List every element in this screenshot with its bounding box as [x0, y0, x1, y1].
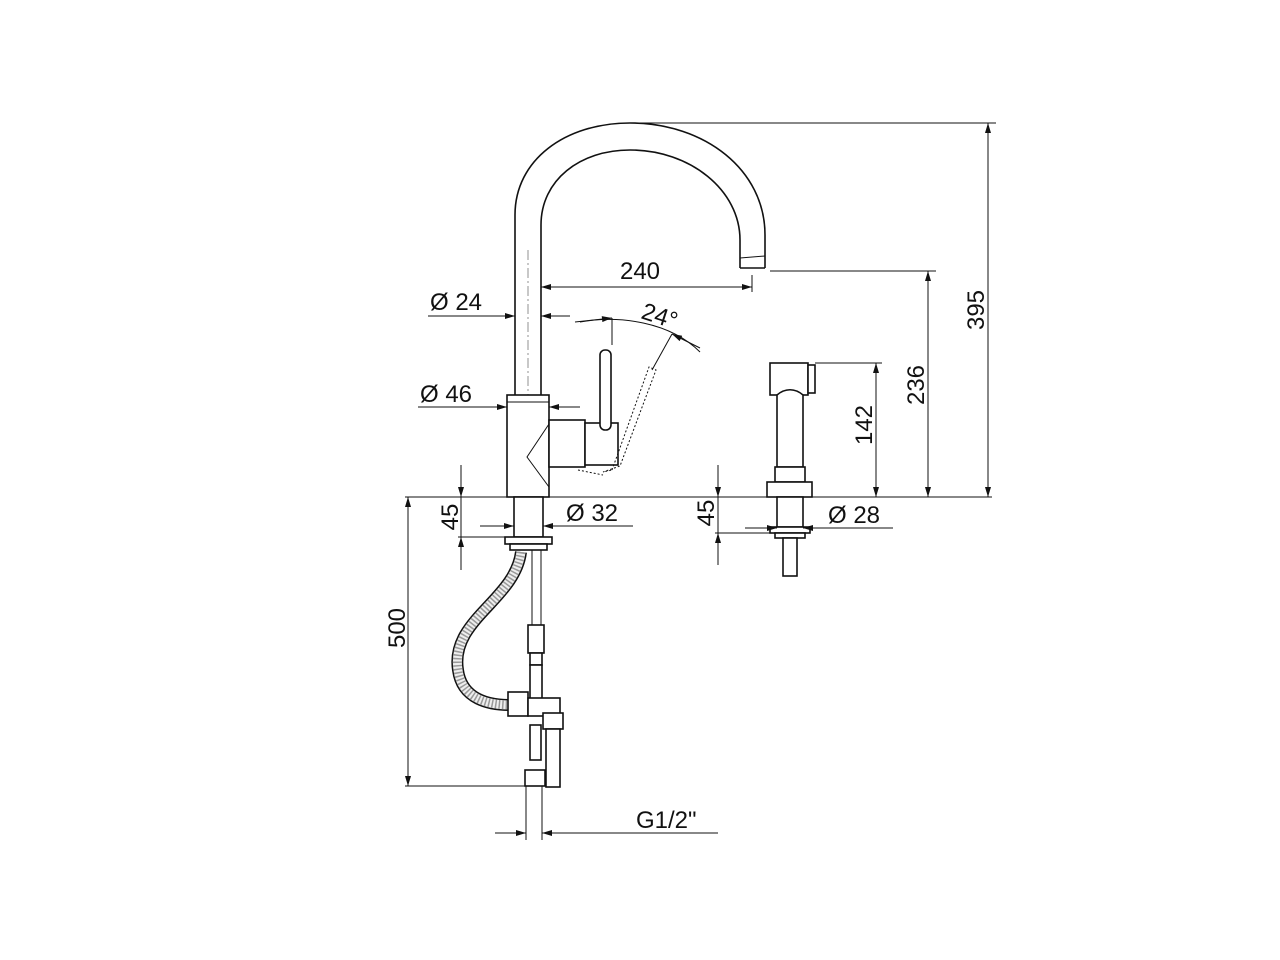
dim-label: 142 [851, 405, 878, 445]
dim-spout-diameter: Ø 24 [428, 289, 570, 319]
dim-spout-height: 236 [770, 270, 936, 497]
dim-label: 236 [903, 365, 930, 405]
dim-label: Ø 28 [828, 502, 880, 529]
dim-label: Ø 24 [430, 289, 482, 316]
dim-label: Ø 46 [420, 381, 472, 408]
dim-deck-thickness-left: 45 [437, 465, 514, 570]
dim-label: 240 [620, 258, 660, 285]
supply-hoses [451, 549, 564, 840]
dim-deck-thickness-right: 45 [693, 465, 770, 565]
dim-label: 500 [384, 608, 411, 648]
dim-label: 45 [693, 500, 720, 527]
dim-label: 24° [638, 298, 681, 335]
dim-height-total: 395 [630, 122, 996, 497]
side-spray [766, 362, 816, 577]
dim-spray-shank-diameter: Ø 28 [745, 502, 893, 531]
dim-label: 395 [963, 290, 990, 330]
dim-lever-angle: 24° [574, 298, 701, 371]
dim-connection-thread: G1/2" [495, 807, 718, 836]
mixer-body [506, 349, 657, 498]
dim-label: Ø 32 [566, 500, 618, 527]
dim-spout-reach: 240 [541, 258, 753, 292]
dim-label: G1/2" [636, 807, 697, 834]
shank [504, 496, 553, 551]
dim-hose-length: 500 [384, 497, 525, 787]
dim-spray-height: 142 [815, 362, 882, 497]
dim-body-diameter: Ø 46 [418, 381, 580, 410]
dim-shank-diameter: Ø 32 [480, 500, 633, 529]
dim-label: 45 [437, 504, 464, 531]
